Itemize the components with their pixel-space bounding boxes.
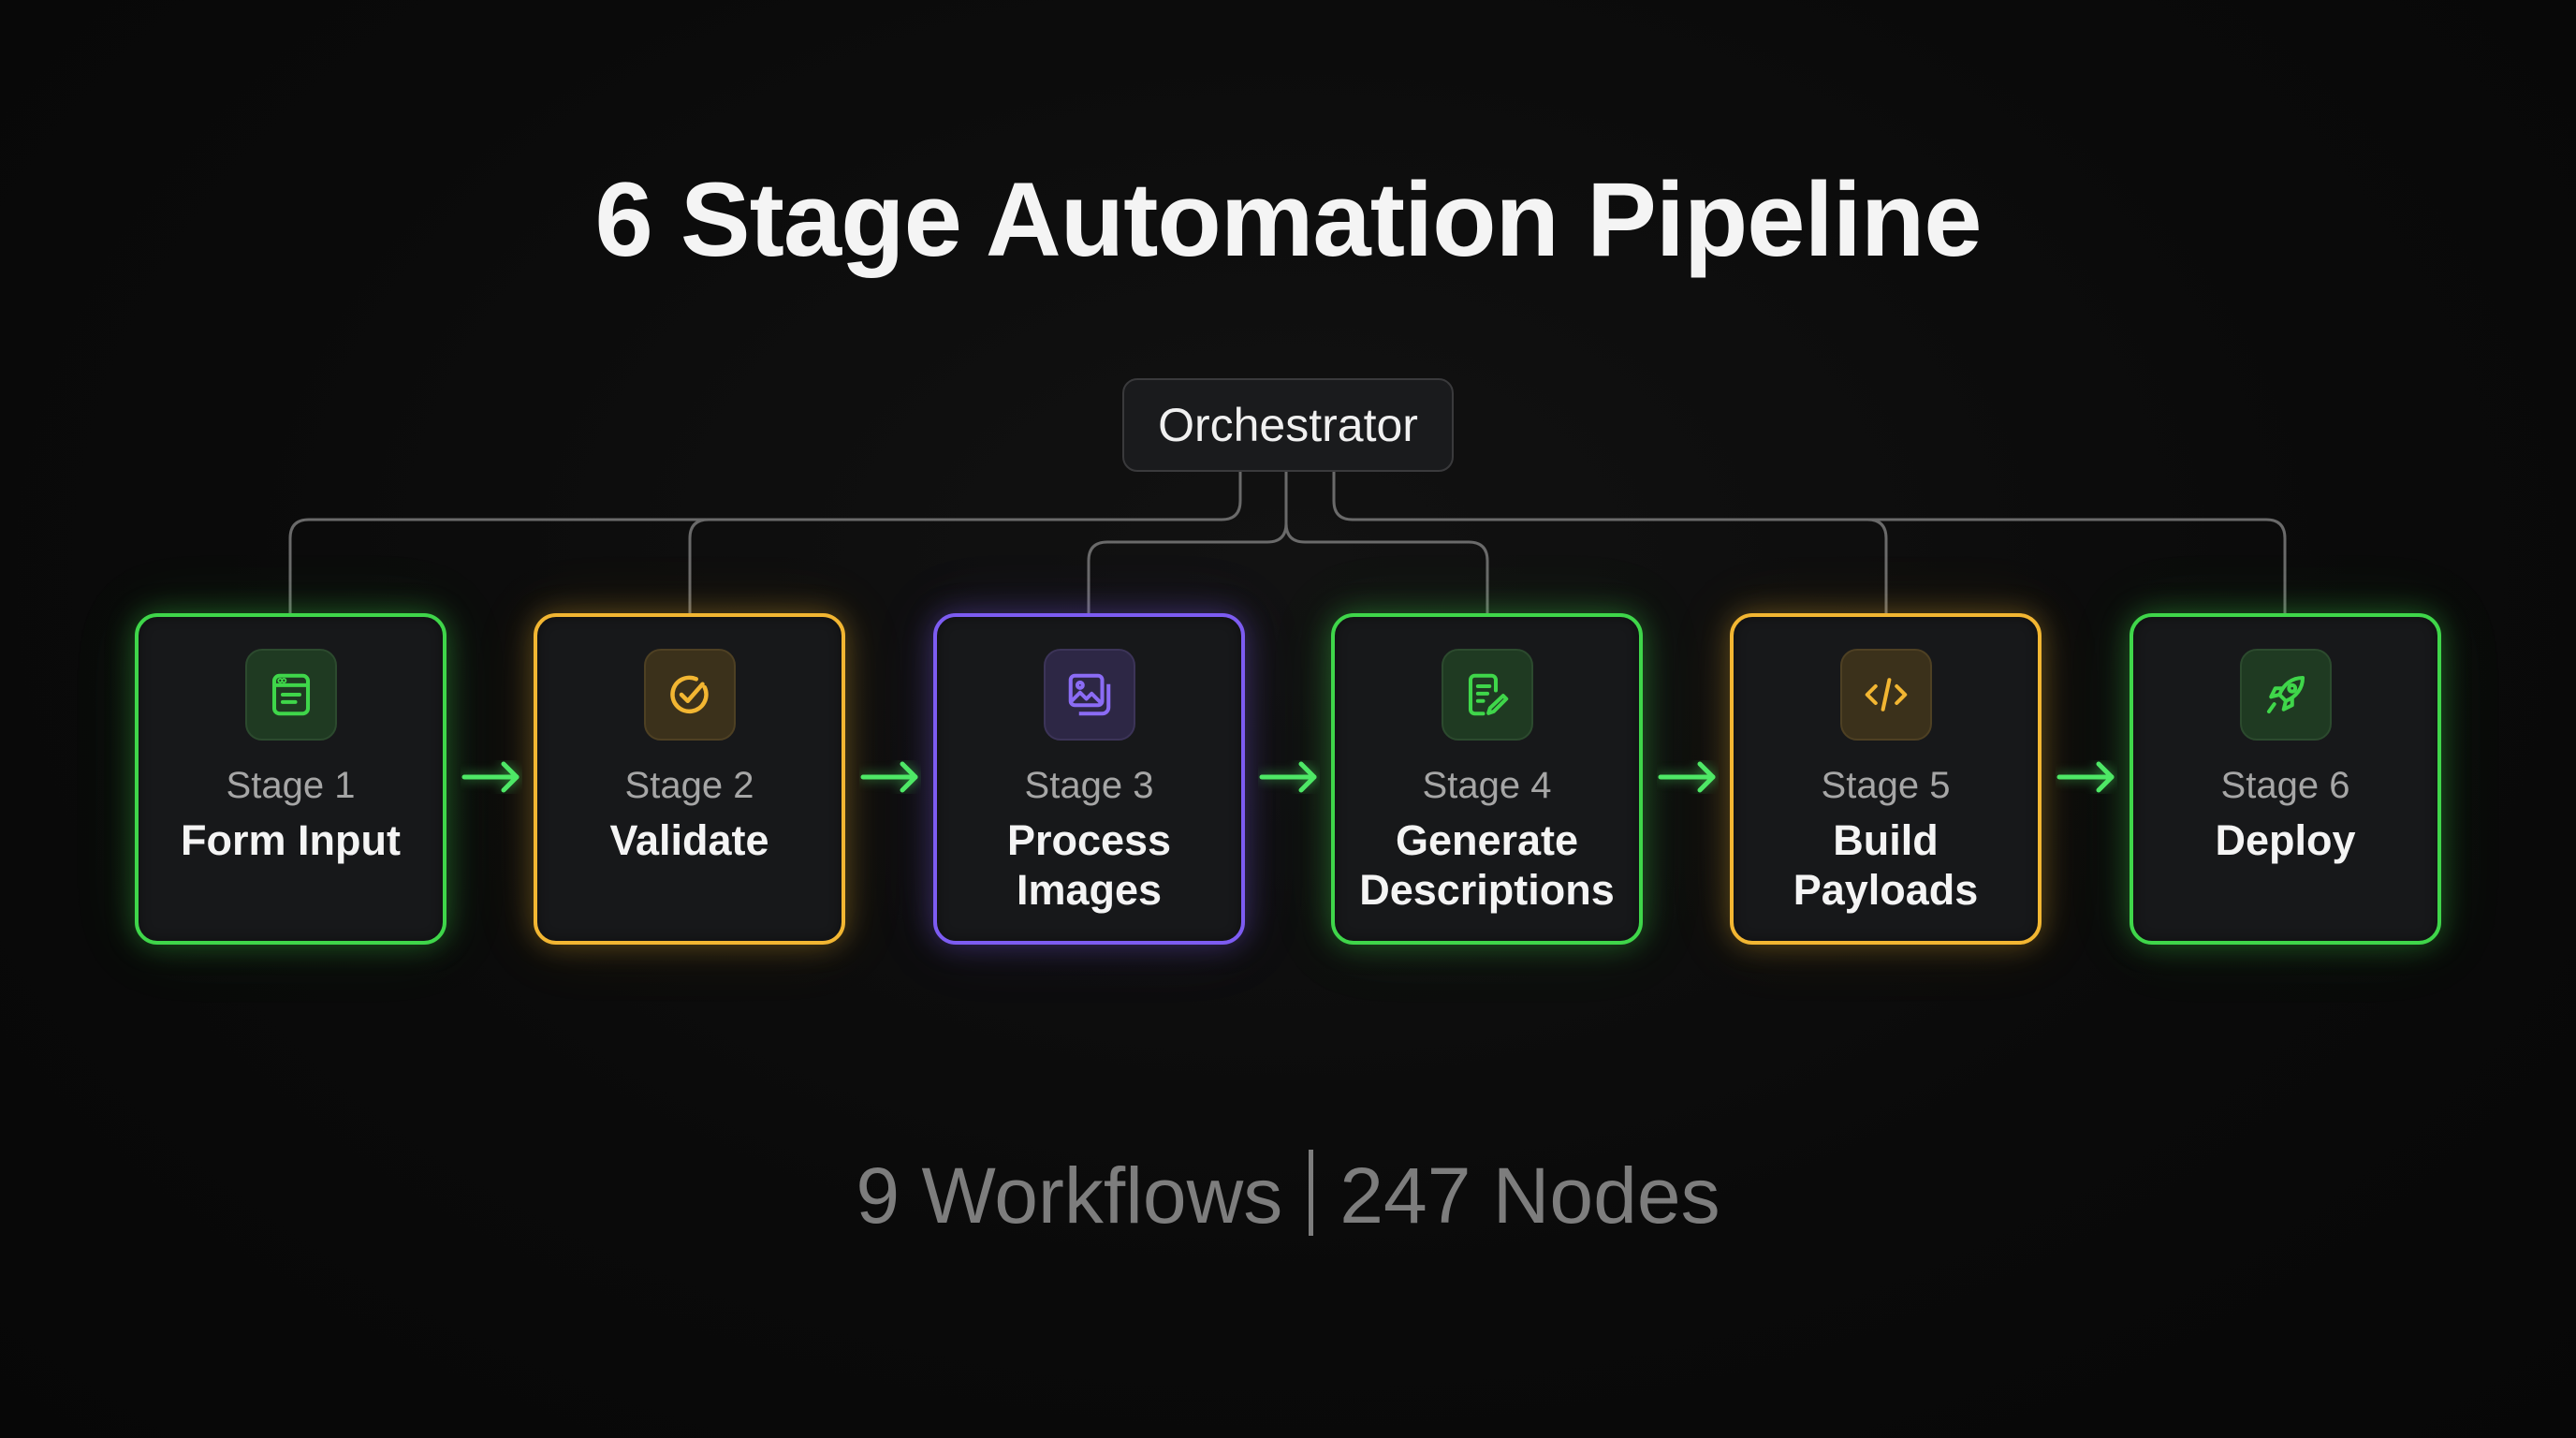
stage-number: Stage 5	[1821, 765, 1951, 806]
connector-stage-5	[1866, 518, 1888, 613]
connector-stage-2	[688, 518, 710, 613]
arrow-right-icon	[1259, 761, 1317, 793]
node-count: 247 Nodes	[1339, 1152, 1720, 1240]
orchestrator-label: Orchestrator	[1158, 399, 1418, 451]
connector-stage-3	[1087, 472, 1288, 613]
stage-card-6: Stage 6 Deploy	[2130, 613, 2441, 945]
stage-name: Validate	[609, 816, 769, 864]
stage-name: Build Payloads	[1793, 816, 1979, 914]
stage-number: Stage 6	[2220, 765, 2350, 806]
document-edit-icon	[1441, 649, 1533, 741]
arrow-right-icon	[860, 761, 918, 793]
stage-name: Generate Descriptions	[1359, 816, 1615, 914]
stage-number: Stage 2	[624, 765, 754, 806]
check-circle-icon	[643, 649, 736, 741]
stage-number: Stage 1	[226, 765, 356, 806]
stage-card-2: Stage 2 Validate	[534, 613, 845, 945]
rocket-icon	[2239, 649, 2332, 741]
connector-stage-6	[1332, 472, 2287, 613]
orchestrator-node: Orchestrator	[1122, 378, 1454, 472]
divider	[1309, 1150, 1314, 1236]
arrow-right-icon	[461, 761, 520, 793]
stage-card-3: Stage 3 Process Images	[933, 613, 1245, 945]
stage-card-5: Stage 5 Build Payloads	[1730, 613, 2042, 945]
stage-number: Stage 4	[1422, 765, 1552, 806]
stage-number: Stage 3	[1024, 765, 1154, 806]
arrow-right-icon	[1658, 761, 1716, 793]
workflow-count: 9 Workflows	[856, 1152, 1283, 1240]
stage-name: Process Images	[1006, 816, 1172, 914]
form-icon	[244, 649, 337, 741]
summary-stats: 9 Workflows 247 Nodes	[0, 1150, 2576, 1241]
stage-name: Form Input	[181, 816, 401, 864]
stage-card-4: Stage 4 Generate Descriptions	[1331, 613, 1643, 945]
arrow-right-icon	[2056, 761, 2115, 793]
connector-stage-1	[288, 472, 1242, 613]
images-icon	[1043, 649, 1135, 741]
stage-name: Deploy	[2215, 816, 2356, 864]
code-icon	[1839, 649, 1932, 741]
connector-stage-4	[1284, 522, 1489, 613]
page-title: 6 Stage Automation Pipeline	[594, 161, 1982, 278]
stage-card-1: Stage 1 Form Input	[135, 613, 446, 945]
